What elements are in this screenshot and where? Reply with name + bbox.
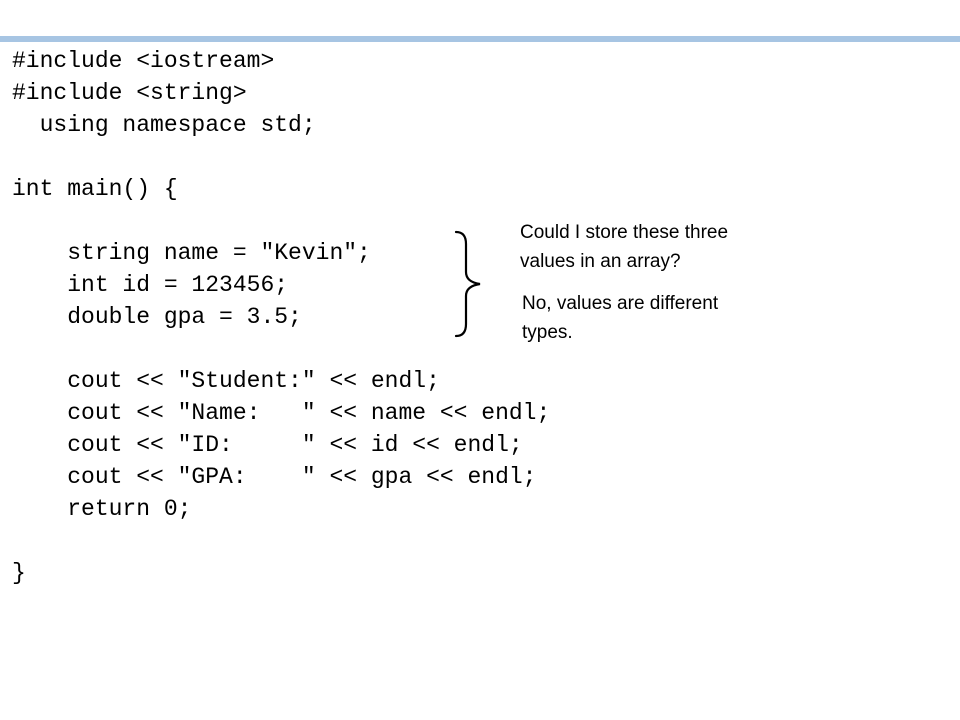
code-line-closing-brace: } <box>12 560 26 586</box>
curly-brace-icon <box>454 230 481 338</box>
code-line-include-string: #include <string> <box>12 80 247 106</box>
code-line-include-iostream: #include <iostream> <box>12 48 275 74</box>
code-line-string-name: string name = "Kevin"; <box>12 240 371 266</box>
annotation-question: Could I store these three values in an a… <box>520 222 729 272</box>
code-line-return: return 0; <box>12 496 192 522</box>
code-line-cout-student: cout << "Student:" << endl; <box>12 368 440 394</box>
code-line-cout-name: cout << "Name: " << name << endl; <box>12 400 551 426</box>
annotation-answer: No, values are different types. <box>522 293 719 343</box>
code-line-double-gpa: double gpa = 3.5; <box>12 304 302 330</box>
code-line-cout-id: cout << "ID: " << id << endl; <box>12 432 523 458</box>
code-line-main-signature: int main() { <box>12 176 178 202</box>
accent-bar <box>0 36 960 42</box>
code-line-using-namespace: using namespace std; <box>12 112 316 138</box>
code-line-int-id: int id = 123456; <box>12 272 289 298</box>
code-line-cout-gpa: cout << "GPA: " << gpa << endl; <box>12 464 537 490</box>
